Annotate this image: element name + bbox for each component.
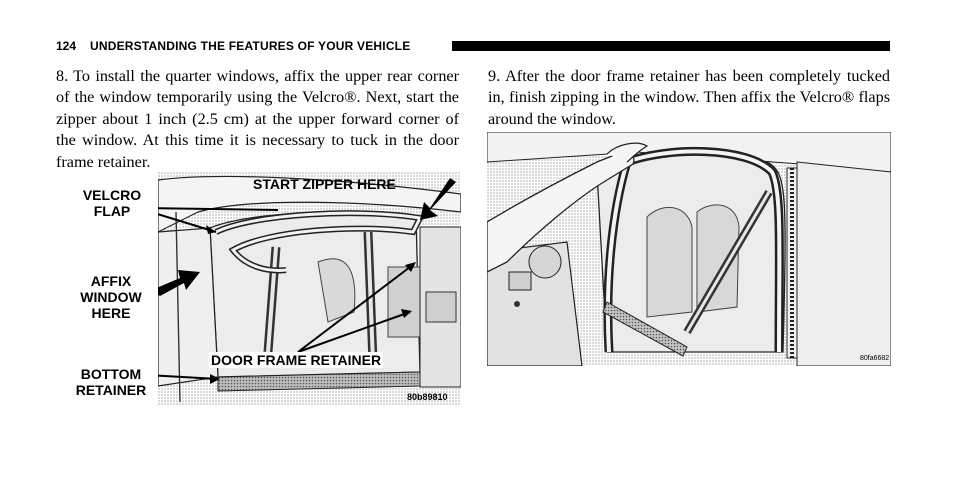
page-number: 124 bbox=[56, 39, 77, 53]
quarter-window-illustration bbox=[158, 172, 461, 406]
affix-window-label: AFFIX WINDOW HERE bbox=[80, 273, 142, 321]
step-8-paragraph: 8. To install the quarter windows, affix… bbox=[56, 67, 459, 171]
figure-code-left: 80b89810 bbox=[407, 392, 448, 402]
quarter-window-drawing bbox=[158, 172, 461, 406]
door-frame-retainer-label: DOOR FRAME RETAINER bbox=[209, 352, 384, 368]
start-zipper-label: START ZIPPER HERE bbox=[253, 176, 396, 192]
figure-code-right: 80fa6682 bbox=[860, 355, 890, 362]
zipping-window-drawing bbox=[487, 132, 891, 366]
step-9-paragraph: 9. After the door frame retainer has bee… bbox=[488, 67, 890, 128]
section-title: UNDERSTANDING THE FEATURES OF YOUR VEHIC… bbox=[90, 39, 411, 53]
page-header: 124 UNDERSTANDING THE FEATURES OF YOUR V… bbox=[56, 37, 890, 55]
bottom-retainer-label: BOTTOM RETAINER bbox=[75, 366, 147, 398]
velcro-flap-label: VELCRO FLAP bbox=[82, 187, 142, 219]
header-rule bbox=[452, 41, 890, 51]
zipping-window-illustration bbox=[487, 132, 891, 366]
